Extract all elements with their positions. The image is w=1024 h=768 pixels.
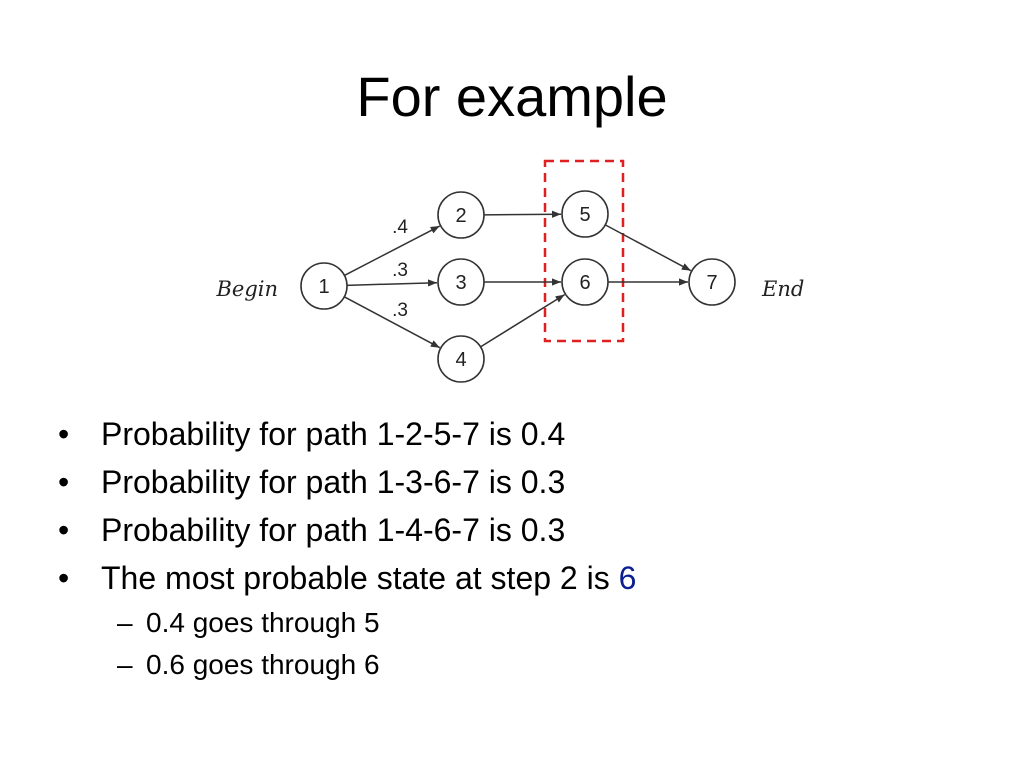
bullet-path-1-3-6-7: Probability for path 1-3-6-7 is 0.3: [56, 458, 636, 506]
edge-2-5: [483, 210, 562, 218]
node-circle-7: [688, 258, 736, 306]
state-diagram: .4 .3 .3 1 2 3 4 5 6 7 Begin End: [215, 159, 804, 383]
node-circle-1: [300, 262, 348, 310]
node-4: 4: [437, 335, 485, 383]
node-circle-6: [561, 258, 609, 306]
bullet-path-1-4-6-7: Probability for path 1-4-6-7 is 0.3: [56, 506, 636, 554]
edge-4-6: [480, 294, 566, 348]
bullet-path-1-2-5-7: Probability for path 1-2-5-7 is 0.4: [56, 410, 636, 458]
node-5: 5: [561, 190, 609, 238]
node-label-2: 2: [455, 205, 466, 227]
edge-5-7: [604, 224, 692, 272]
edge-label-1-4: .3: [392, 300, 408, 321]
begin-label: Begin: [215, 277, 278, 301]
node-label-3: 3: [455, 272, 466, 294]
edge-label-1-3: .3: [392, 260, 408, 281]
conclusion-text: The most probable state at step 2 is: [101, 560, 619, 596]
edge-layer: .4 .3 .3: [343, 210, 692, 349]
node-3: 3: [437, 258, 485, 306]
node-label-6: 6: [579, 272, 590, 294]
sub-bullet-through-5: 0.4 goes through 5: [56, 602, 636, 644]
node-2: 2: [437, 191, 485, 239]
node-layer: 1 2 3 4 5 6 7: [300, 190, 736, 383]
node-circle-4: [437, 335, 485, 383]
node-label-7: 7: [706, 272, 717, 294]
node-7: 7: [688, 258, 736, 306]
node-circle-3: [437, 258, 485, 306]
edge-label-1-2: .4: [392, 217, 408, 238]
node-label-4: 4: [455, 349, 466, 371]
edge-1-2: [344, 225, 441, 277]
node-circle-2: [437, 191, 485, 239]
slide-title: For example: [356, 65, 668, 128]
end-label: End: [761, 277, 804, 301]
node-label-5: 5: [579, 204, 590, 226]
node-label-1: 1: [318, 276, 329, 298]
node-circle-5: [561, 190, 609, 238]
node-1: 1: [300, 262, 348, 310]
edge-1-3: [346, 279, 438, 287]
conclusion-value: 6: [618, 560, 637, 596]
sub-bullet-through-6: 0.6 goes through 6: [56, 644, 636, 686]
bullet-list: Probability for path 1-2-5-7 is 0.4 Prob…: [56, 410, 636, 686]
node-6: 6: [561, 258, 609, 306]
highlight-box: [543, 159, 625, 343]
edge-1-4: [343, 296, 441, 349]
bullet-most-probable-state: The most probable state at step 2 is 6: [56, 554, 636, 602]
